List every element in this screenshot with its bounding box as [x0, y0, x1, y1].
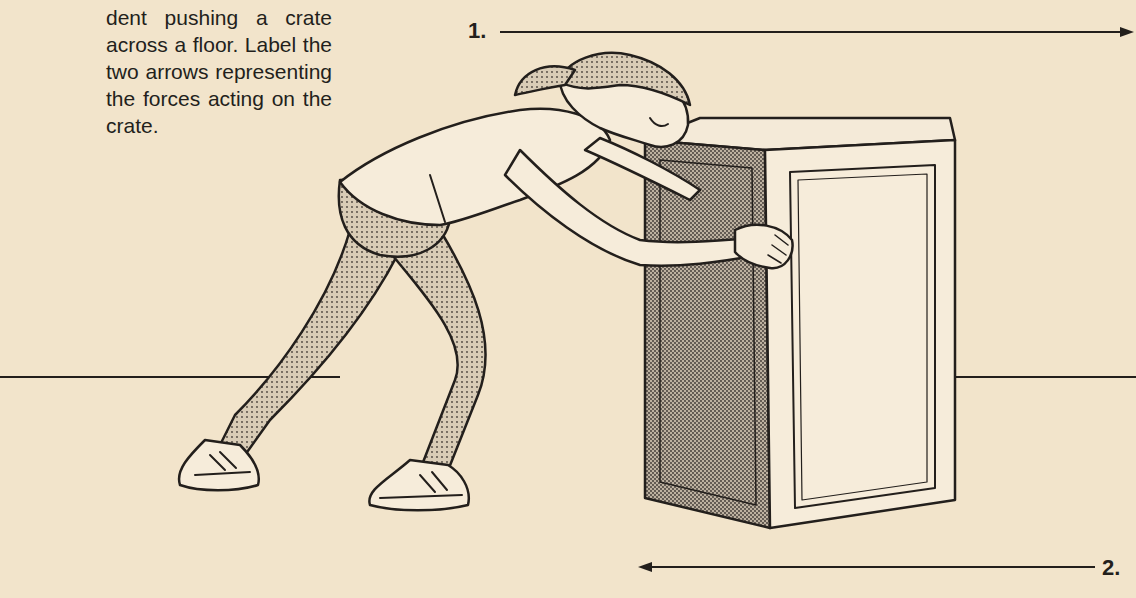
instruction-text: dent pushing a crate across a floor. Lab…	[106, 4, 332, 139]
floor-line	[950, 376, 1136, 378]
callout-number: 1.	[468, 18, 498, 44]
student-figure	[179, 53, 793, 510]
callout-number: 2.	[1102, 555, 1132, 581]
crate	[645, 118, 955, 528]
force-arrow	[500, 27, 1134, 37]
force-arrow	[638, 562, 1095, 572]
